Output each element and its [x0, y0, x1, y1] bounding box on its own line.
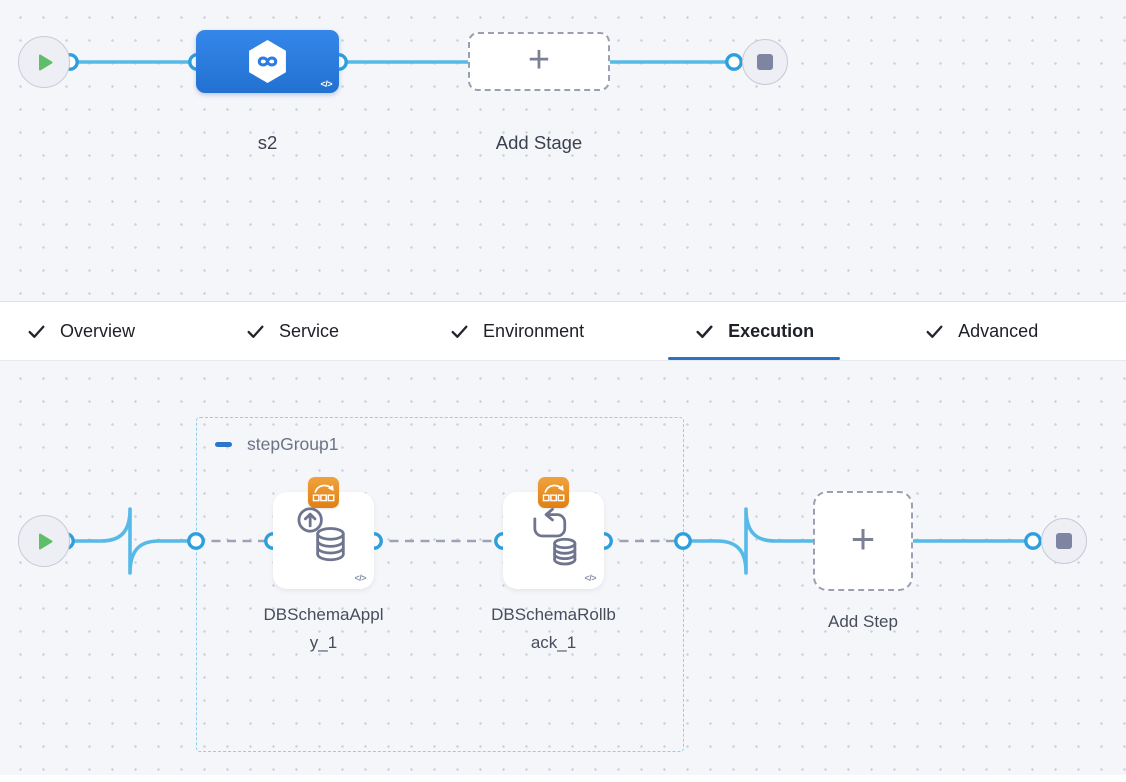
play-icon: [38, 54, 52, 70]
tab-overview[interactable]: Overview: [0, 302, 161, 360]
step-label: DBSchemaRollback_1: [491, 605, 616, 652]
execution-canvas: stepGroup1: [0, 361, 1126, 775]
tab-label: Service: [279, 320, 340, 341]
port[interactable]: [674, 532, 692, 550]
plus-icon: +: [850, 515, 876, 562]
check-icon: [926, 325, 943, 338]
add-step-label: Add Step: [828, 612, 898, 631]
check-icon: [696, 325, 713, 338]
aws-orange-badge-icon: [308, 477, 339, 508]
step-node-dbschemarollback[interactable]: </>: [503, 477, 604, 589]
code-view-icon[interactable]: </>: [584, 573, 596, 583]
port[interactable]: [725, 53, 743, 71]
tab-label: Advanced: [958, 320, 1039, 341]
step-label: DBSchemaApply_1: [263, 605, 384, 652]
db-schema-rollback-icon: [533, 507, 577, 566]
execution-start-node[interactable]: [18, 515, 70, 567]
canvas-footer-strip: [0, 775, 1126, 782]
aws-orange-badge-icon: [538, 477, 569, 508]
collapse-step-group-button[interactable]: [215, 442, 232, 447]
harness-cd-hexagon-icon: [249, 40, 286, 83]
stage-config-tabbar: Overview Service Environment Execution A…: [0, 301, 1126, 361]
tab-advanced[interactable]: Advanced: [898, 302, 1064, 360]
group-entry-connector: [64, 507, 198, 575]
tab-execution[interactable]: Execution: [668, 302, 841, 360]
port[interactable]: [187, 532, 205, 550]
code-view-icon[interactable]: </>: [354, 573, 366, 583]
stop-icon: [1056, 533, 1072, 549]
stage-node-s2[interactable]: </>: [196, 30, 339, 93]
stage-pipeline-canvas: </> + s2 Add Stage: [0, 0, 1126, 301]
port[interactable]: [1024, 532, 1042, 550]
step-group[interactable]: [196, 417, 684, 752]
group-exit-connector: [681, 507, 815, 575]
db-schema-apply-icon: [297, 507, 345, 562]
add-step-button[interactable]: +: [813, 491, 913, 591]
code-view-icon[interactable]: </>: [320, 79, 332, 89]
plus-icon: +: [527, 38, 551, 81]
pipeline-start-node[interactable]: [18, 36, 70, 88]
tab-environment[interactable]: Environment: [423, 302, 610, 360]
stop-icon: [757, 54, 773, 70]
execution-end-node[interactable]: [1041, 518, 1087, 564]
add-stage-label: Add Stage: [495, 132, 583, 153]
stage-label: s2: [257, 132, 278, 153]
pipeline-end-node[interactable]: [742, 39, 788, 85]
check-icon: [247, 325, 264, 338]
check-icon: [451, 325, 468, 338]
tab-label: Environment: [483, 320, 585, 341]
tab-label: Execution: [728, 320, 815, 341]
tab-label: Overview: [60, 320, 136, 341]
step-node-dbschemaapply[interactable]: </>: [273, 477, 374, 589]
step-group-name[interactable]: stepGroup1: [247, 434, 339, 454]
check-icon: [28, 325, 45, 338]
tab-service[interactable]: Service: [219, 302, 365, 360]
play-icon: [38, 533, 52, 549]
add-stage-button[interactable]: +: [468, 32, 610, 91]
